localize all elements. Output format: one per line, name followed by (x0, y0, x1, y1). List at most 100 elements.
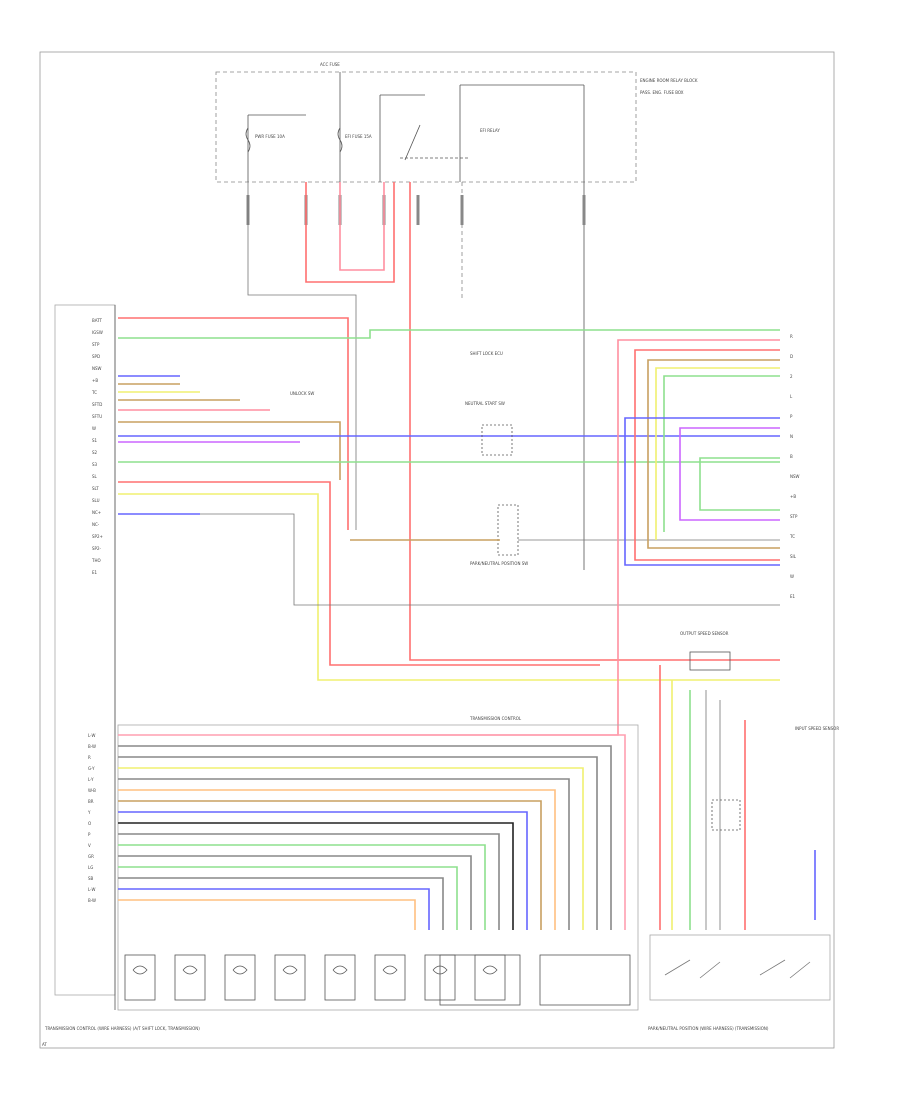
park-neutral-label: PARK/NEUTRAL POSITION SW (470, 561, 528, 566)
right-pin-label: 2 (790, 374, 793, 379)
solenoid-wire (118, 833, 500, 930)
left-pin-label: NC+ (92, 510, 101, 515)
right-pin-label: L (790, 394, 793, 399)
relay-box-label: PASS. ENG. FUSE BOX (640, 90, 684, 95)
right-pin-label: TC (789, 534, 795, 539)
wire-right-blue (624, 417, 780, 566)
switch-box (481, 424, 513, 456)
solenoid-wire (118, 756, 598, 930)
top-connectors (246, 195, 586, 225)
solenoid-wire (118, 734, 626, 930)
wire-right-red (634, 349, 780, 561)
fuse-top-label: ACC FUSE (320, 62, 340, 67)
coil-icon (182, 965, 198, 975)
left-pin-label: SLT (92, 486, 99, 491)
wire-slt (200, 513, 780, 606)
solenoid-wire (118, 899, 416, 930)
bottom-left-caption: TRANSMISSION CONTROL (WIRE HARNESS) (A/T… (44, 1026, 200, 1031)
relay-box (215, 71, 637, 183)
left-pin-label: +B (92, 378, 98, 383)
left-pin-label: S1 (92, 438, 98, 443)
neutral-sw-label: NEUTRAL START SW (465, 401, 505, 406)
solenoid-wire (118, 844, 486, 930)
wire-right-purple (679, 427, 780, 521)
wire-code-label: L-W (88, 887, 95, 892)
relay-label: EFI RELAY (480, 128, 500, 133)
right-pin-label: P (790, 414, 793, 419)
left-pin-label: BATT (92, 318, 103, 323)
wire-code-label: SB (88, 876, 94, 881)
wire-code-label: W-B (88, 788, 96, 793)
wire-code-label: Y (87, 810, 91, 815)
switch-symbol-1 (664, 959, 721, 979)
left-pin-label: SP2- (92, 546, 101, 551)
wire-code-label: V (88, 843, 91, 848)
solenoid-wire (118, 767, 584, 930)
left-pin-label: SFTD (92, 402, 102, 407)
solenoid-wire (118, 745, 612, 930)
solenoid-box (174, 954, 206, 1001)
right-pin-label: B (790, 454, 793, 459)
coil-icon (132, 965, 148, 975)
pnp-switch-block (649, 934, 831, 1001)
left-pin-label: SFTU (92, 414, 102, 419)
coil-icon (232, 965, 248, 975)
coil-icon (382, 965, 398, 975)
wire-right-tan (647, 359, 780, 549)
solenoid-box (374, 954, 406, 1001)
left-pin-label: THO (91, 558, 101, 563)
wire-code-label: B-W (88, 744, 96, 749)
left-pin-label: STP (92, 342, 100, 347)
left-pin-label: S2 (92, 450, 98, 455)
sensor-box (689, 651, 731, 671)
right-pin-label: D (790, 354, 793, 359)
solenoid-wire (118, 789, 556, 930)
wire-code-label: B-W (88, 898, 96, 903)
solenoid-box (224, 954, 256, 1001)
wire-right-green (663, 375, 780, 532)
fuse1-label: PWR FUSE 10A (255, 134, 285, 139)
sensor-block (439, 954, 521, 1006)
left-pin-label: W (92, 426, 96, 431)
wire-code-label: GR (88, 854, 94, 859)
solenoid-box (124, 954, 156, 1001)
solenoid-box (274, 954, 306, 1001)
wire-code-label: BR (88, 799, 94, 804)
wire-code-label: R (88, 755, 91, 760)
wire-sftd (118, 421, 341, 480)
left-pin-label: SL (92, 474, 98, 479)
solenoid-wire (118, 800, 542, 930)
right-pin-label: NSW (790, 474, 800, 479)
bottom-right-caption: PARK/NEUTRAL POSITION (WIRE HARNESS) (TR… (648, 1026, 769, 1031)
coil-icon (432, 965, 448, 975)
page-tag: AT (42, 1042, 47, 1047)
wire-igsw (118, 329, 780, 339)
left-pin-label: NC- (92, 522, 100, 527)
wire-code-label: O (88, 821, 91, 826)
right-pin-label: N (790, 434, 793, 439)
right-pin-label: +B (790, 494, 796, 499)
solenoid-wire (118, 888, 430, 930)
wire-gray-top (247, 182, 357, 530)
solenoid-wire (118, 877, 444, 930)
side-note: ENGINE ROOM RELAY BLOCK (640, 78, 698, 83)
wire-pink-loop-inner (339, 182, 385, 271)
wire-code-label: LG (88, 865, 93, 870)
left-pin-label: IGSW (92, 330, 103, 335)
solenoid-components (124, 954, 631, 1006)
thermistor-block (539, 954, 631, 1006)
wire-batt (118, 317, 349, 530)
wire-code-label: L-W (88, 733, 95, 738)
right-pin-label: SIL (790, 554, 797, 559)
left-pin-labels: BATTIGSWSTPSPDNSW+BTCSFTDSFTUWS1S2S3SLSL… (91, 318, 103, 575)
coil-icon (282, 965, 298, 975)
wire-red-long (409, 182, 780, 661)
shift-lock-label: SHIFT LOCK ECU (470, 351, 503, 356)
wire-right-pink (330, 339, 780, 736)
solenoid-wire (118, 866, 458, 930)
solenoid-box (474, 954, 506, 1001)
